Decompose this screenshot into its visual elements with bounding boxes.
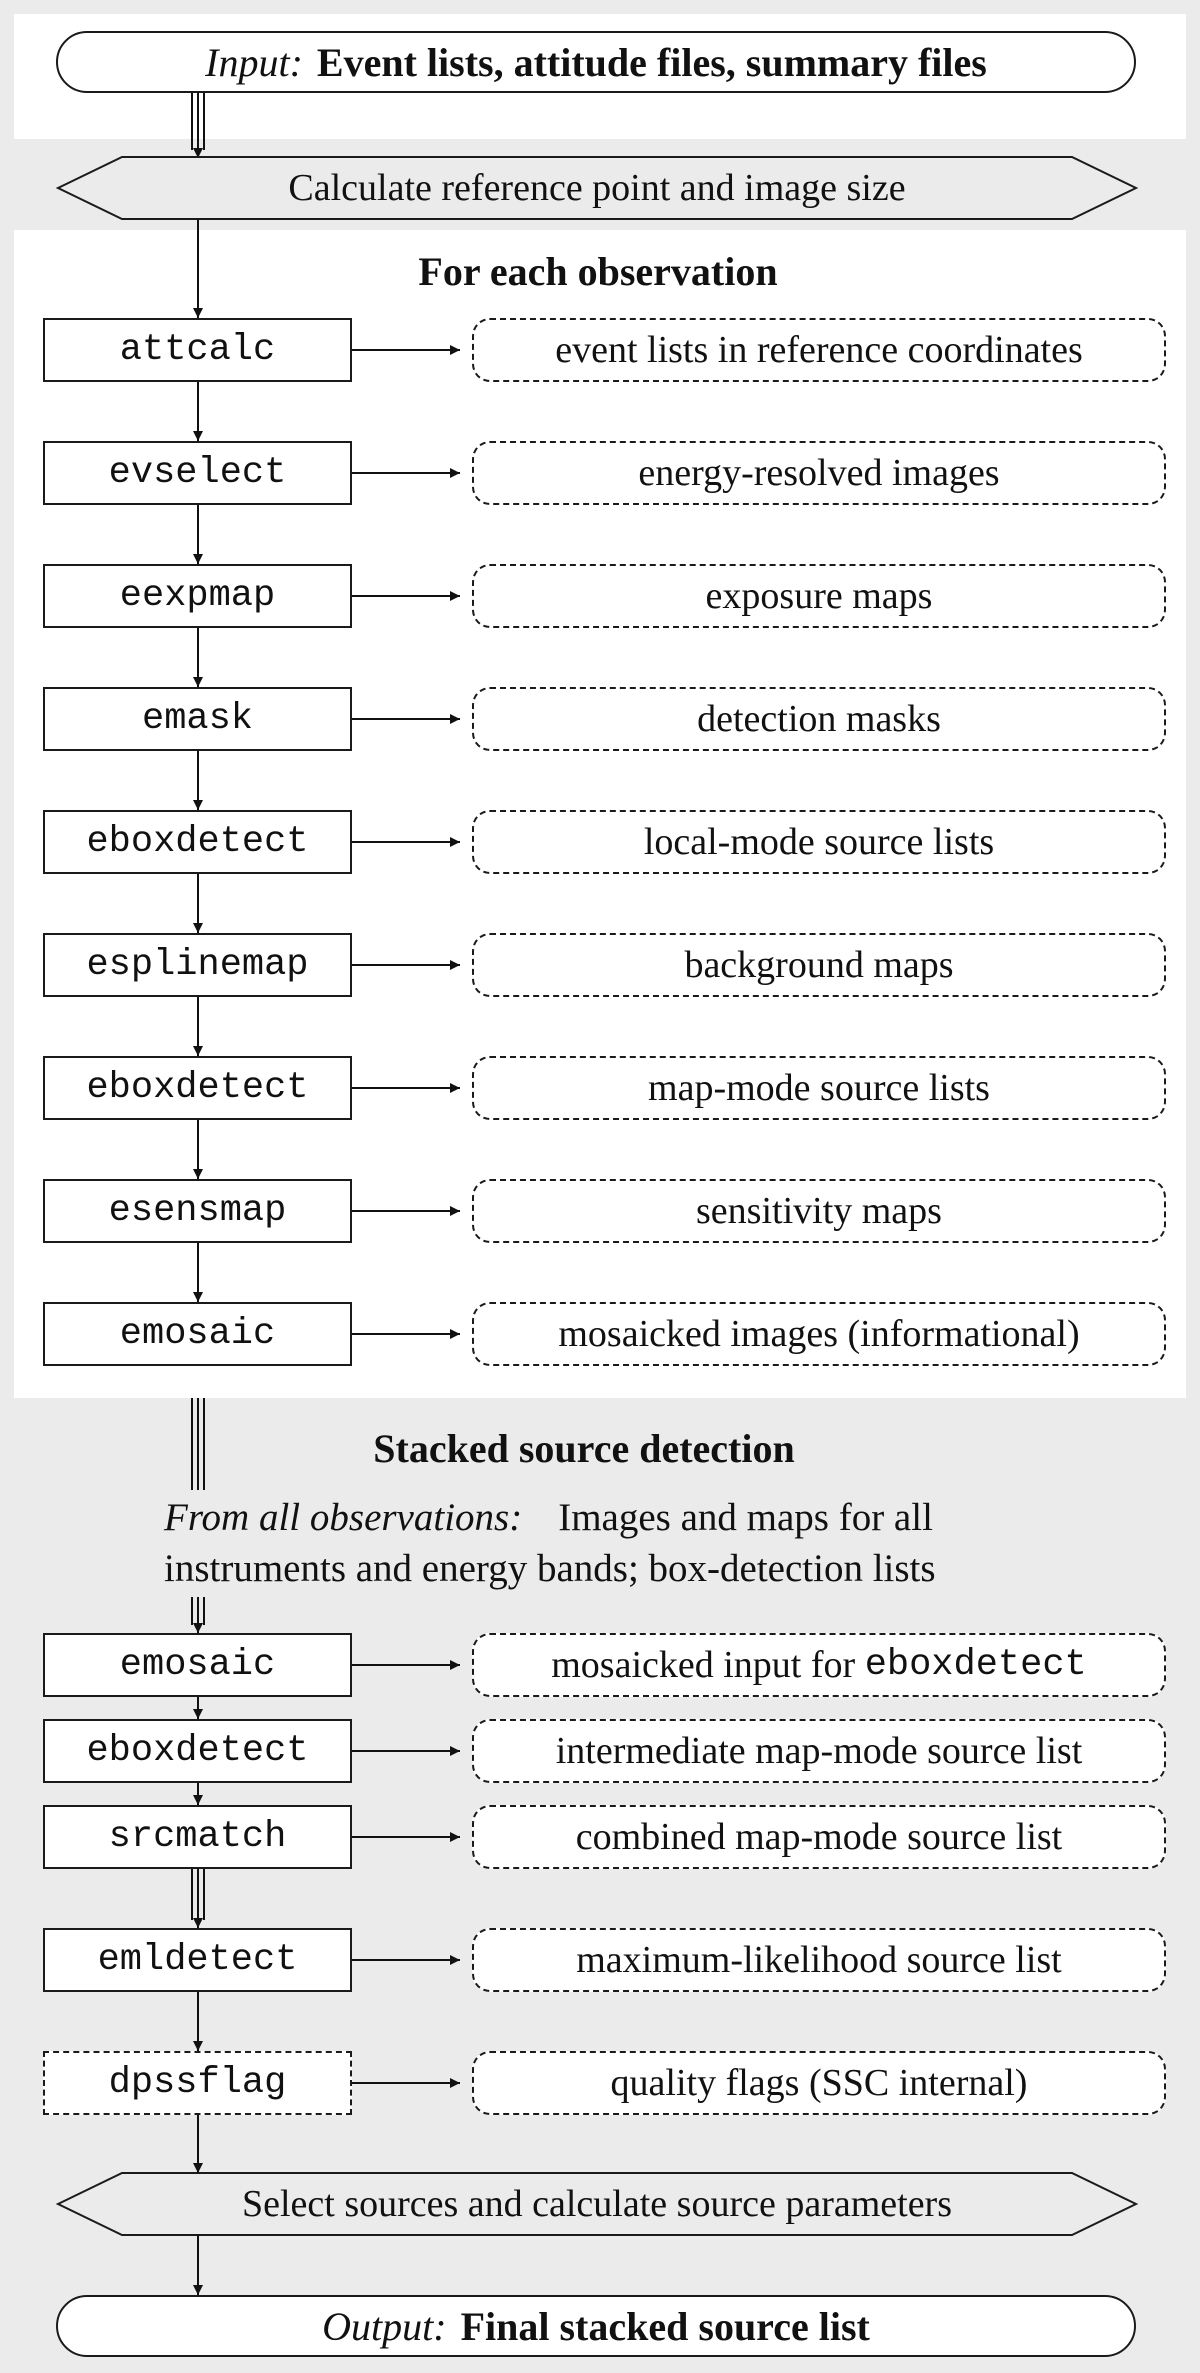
tool-emask: emask bbox=[43, 687, 352, 751]
select-step-label: Select sources and calculate source para… bbox=[241, 2183, 953, 2225]
tool-eexpmap: eexpmap bbox=[43, 564, 352, 628]
per-observation-output-arrows bbox=[352, 345, 460, 1339]
from-all-label: From all observations: bbox=[164, 1496, 523, 1539]
reference-step-label: Calculate reference point and image size bbox=[288, 167, 906, 209]
output-mosaicked-input-text: mosaicked input for bbox=[551, 1644, 865, 1686]
per-observation-heading: For each observation bbox=[418, 249, 778, 294]
output-intermediate-list: intermediate map-mode source list bbox=[472, 1719, 1166, 1783]
input-text: Event lists, attitude files, summary fil… bbox=[316, 39, 987, 85]
triple-connector-srcmatch bbox=[191, 1869, 205, 1920]
tool-attcalc: attcalc bbox=[43, 318, 352, 382]
output-event-lists: event lists in reference coordinates bbox=[472, 318, 1166, 382]
tool-emldetect: emldetect bbox=[43, 1928, 352, 1992]
select-hexagon bbox=[55, 2172, 1139, 2236]
output-combined-list: combined map-mode source list bbox=[472, 1805, 1166, 1869]
tool-eboxdetect-stacked: eboxdetect bbox=[43, 1719, 352, 1783]
output-exposure-maps: exposure maps bbox=[472, 564, 1166, 628]
output-energy-images: energy-resolved images bbox=[472, 441, 1166, 505]
tool-esensmap: esensmap bbox=[43, 1179, 352, 1243]
output-mosaicked-images: mosaicked images (informational) bbox=[472, 1302, 1166, 1366]
input-box: Input: Event lists, attitude files, summ… bbox=[56, 31, 1136, 93]
output-mosaicked-input-code: eboxdetect bbox=[864, 1644, 1087, 1686]
output-mosaicked-input: mosaicked input for eboxdetect bbox=[472, 1633, 1166, 1697]
from-all-text-line2: instruments and energy bands; box-detect… bbox=[164, 1547, 936, 1590]
output-label: Output: bbox=[322, 2303, 447, 2349]
from-all-line1: From all observations: Images and maps fo… bbox=[164, 1492, 1094, 1543]
triple-connector-stacked bbox=[191, 1398, 205, 1490]
triple-connector-input bbox=[191, 92, 205, 150]
output-ml-source-list: maximum-likelihood source list bbox=[472, 1928, 1166, 1992]
stacked-output-arrows bbox=[352, 1660, 460, 2088]
reference-hexagon bbox=[55, 156, 1139, 220]
output-sensitivity-maps: sensitivity maps bbox=[472, 1179, 1166, 1243]
tool-srcmatch: srcmatch bbox=[43, 1805, 352, 1869]
tool-emosaic-informational: emosaic bbox=[43, 1302, 352, 1366]
tool-emosaic-stacked: emosaic bbox=[43, 1633, 352, 1697]
from-all-text-line1: Images and maps for all bbox=[558, 1496, 933, 1539]
output-local-source-lists: local-mode source lists bbox=[472, 810, 1166, 874]
tool-eboxdetect-map: eboxdetect bbox=[43, 1056, 352, 1120]
tool-dpssflag: dpssflag bbox=[43, 2051, 352, 2115]
triple-connector-from-all bbox=[191, 1597, 205, 1625]
output-background-maps: background maps bbox=[472, 933, 1166, 997]
tool-esplinemap: esplinemap bbox=[43, 933, 352, 997]
output-quality-flags: quality flags (SSC internal) bbox=[472, 2051, 1166, 2115]
output-text: Final stacked source list bbox=[460, 2303, 870, 2349]
output-detection-masks: detection masks bbox=[472, 687, 1166, 751]
from-all-observations-text: From all observations: Images and maps fo… bbox=[164, 1492, 1094, 1596]
output-box: Output: Final stacked source list bbox=[56, 2295, 1136, 2357]
output-map-source-lists: map-mode source lists bbox=[472, 1056, 1166, 1120]
stacked-heading: Stacked source detection bbox=[373, 1426, 795, 1471]
tool-eboxdetect-local: eboxdetect bbox=[43, 810, 352, 874]
tool-evselect: evselect bbox=[43, 441, 352, 505]
input-label: Input: bbox=[205, 39, 303, 85]
